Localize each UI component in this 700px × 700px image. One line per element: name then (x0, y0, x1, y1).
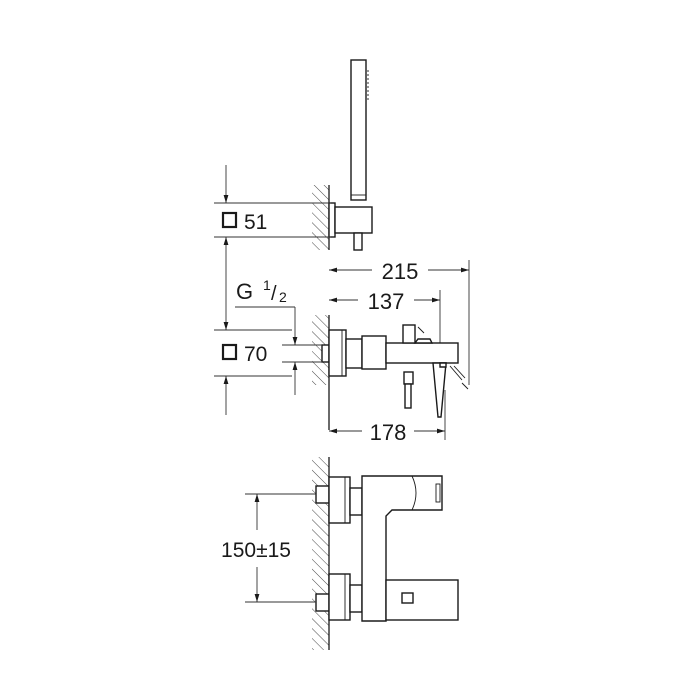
bottom-pipe-fitting (315, 593, 330, 612)
hand-shower-holder-view: 51 (214, 59, 373, 262)
wall-hatching (312, 315, 329, 385)
hose-outlet (403, 371, 414, 385)
mixer-front-view: 150±15 (221, 457, 459, 650)
pipe-connection (321, 344, 330, 363)
hand-shower (350, 59, 367, 201)
thread-label: G (236, 279, 253, 304)
square-symbol-icon (221, 211, 238, 229)
thread-numerator: 1 (263, 277, 271, 293)
mixer-side-view: 215 137 178 G 1 / 2 (214, 259, 470, 445)
diverter-knob (402, 324, 416, 344)
aerator (401, 592, 414, 604)
spout (385, 342, 459, 364)
spout (385, 579, 459, 621)
square-symbol-icon (221, 343, 238, 361)
dim-178: 178 (370, 420, 407, 445)
holder-block (334, 206, 373, 234)
dim-51: 51 (244, 211, 267, 234)
wall-plate (328, 329, 347, 377)
mixer-body (361, 475, 443, 622)
dim-150: 150±15 (221, 539, 291, 562)
top-pipe-fitting (315, 485, 330, 504)
thread-slash: / (271, 283, 277, 305)
bottom-wall-plate (328, 573, 351, 621)
dim-70: 70 (244, 343, 267, 366)
holder-plate (328, 202, 336, 238)
thread-denominator: 2 (279, 289, 287, 305)
dim-215: 215 (382, 259, 419, 284)
wall-hatching (312, 185, 329, 250)
connector (345, 338, 363, 369)
hose-connector (353, 232, 363, 251)
dim-137: 137 (368, 289, 405, 314)
mixer-body (361, 335, 387, 370)
lever (432, 362, 447, 418)
top-wall-plate (328, 476, 351, 524)
